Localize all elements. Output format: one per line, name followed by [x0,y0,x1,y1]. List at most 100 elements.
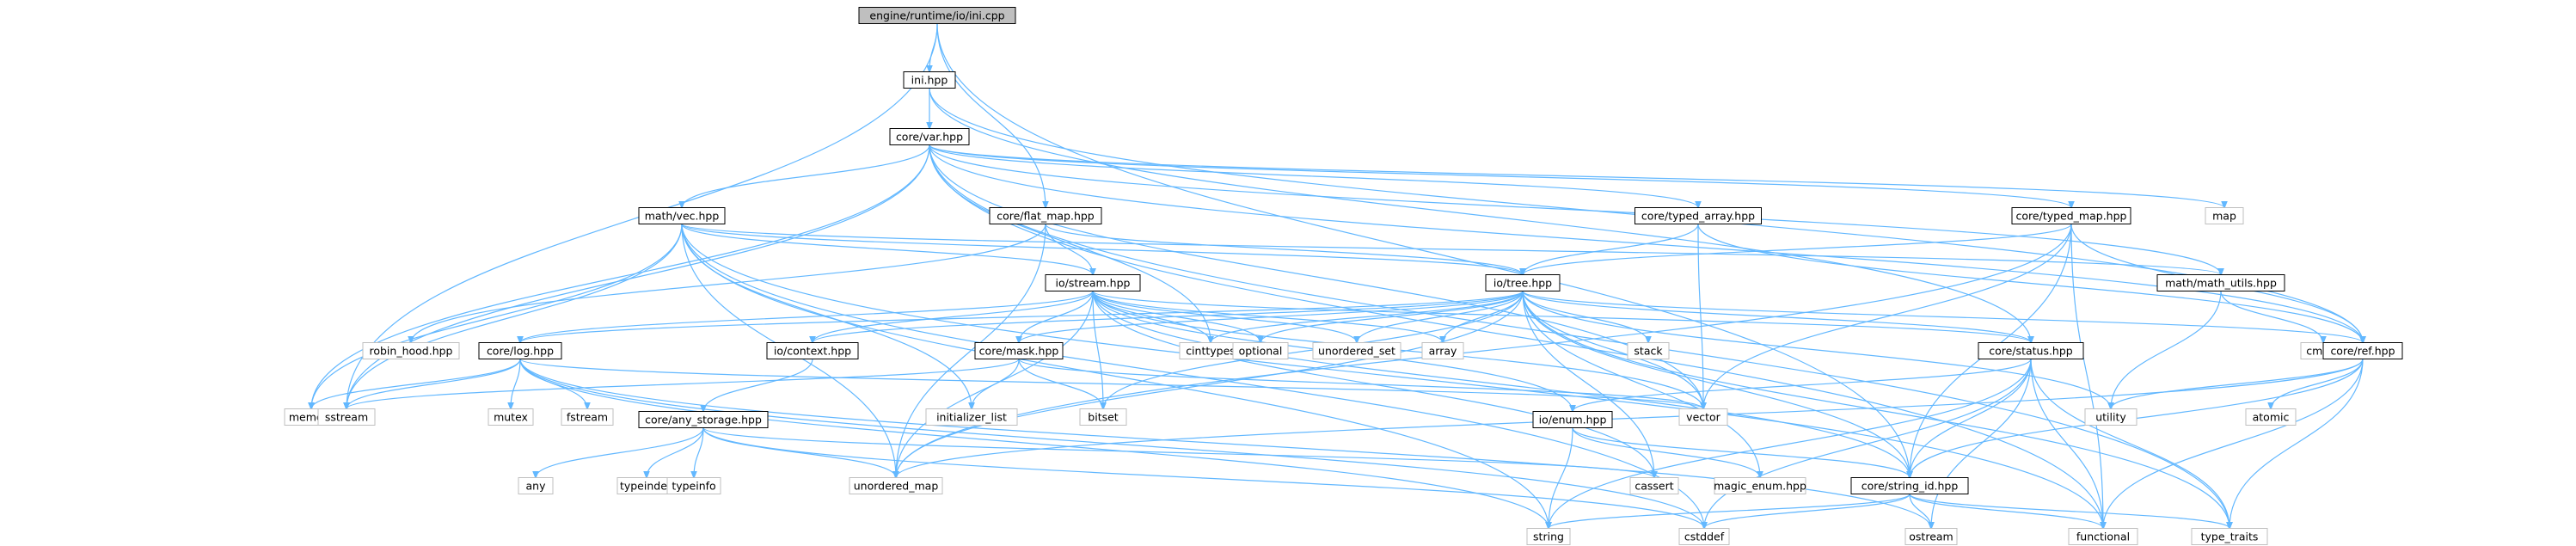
node-label-math-utils-hpp: math/math_utils.hpp [2165,277,2277,290]
edge-status-hpp-to-string-id-hpp [1910,359,2032,478]
edge-stream-hpp-to-mask-hpp [1019,291,1094,343]
edge-vec-hpp-to-functional [681,224,2103,529]
node-box-unordered-map [849,477,943,494]
edge-any-storage-hpp-to-typeinfo [694,427,704,478]
edge-stream-hpp-to-bitset [1092,291,1103,409]
node-ini-cpp[interactable]: engine/runtime/io/ini.cpp [858,7,1016,24]
node-typeindex: typeindex [616,477,677,494]
edge-flat-map-hpp-to-robin-hood-hpp [411,224,1046,343]
edge-enum-hpp-to-magic-enum-hpp [1572,427,1760,478]
edge-log-hpp-to-sstream [347,359,521,409]
node-bitset: bitset [1079,408,1127,426]
edge-ref-hpp-to-type-traits [2229,359,2364,529]
node-box-flat-map-hpp [989,207,1102,224]
edge-log-hpp-to-mutex [511,359,521,409]
edge-typed-map-hpp-to-functional [2070,224,2103,529]
edge-vec-hpp-to-math-utils-hpp [681,223,2221,275]
node-string-id-hpp[interactable]: core/string_id.hpp [1850,477,1969,494]
edge-var-hpp-to-typed-map-hpp [929,144,2071,208]
edge-tree-hpp-to-mask-hpp [1019,290,1524,343]
edge-log-hpp-to-ostream [519,359,1931,529]
node-box-status-hpp [1978,342,2084,359]
edge-var-hpp-to-sstream [347,144,930,409]
edge-tree-hpp-to-log-hpp [520,290,1524,343]
node-box-mutex [488,408,534,426]
node-label-mutex: mutex [494,411,528,424]
node-unordered-set: unordered_set [1312,342,1401,359]
node-label-map: map [2212,210,2236,223]
node-label-enum-hpp: io/enum.hpp [1539,414,1607,426]
edge-tree-hpp-to-unordered-map [896,291,1524,478]
node-log-hpp[interactable]: core/log.hpp [478,342,562,359]
node-box-any-storage-hpp [638,411,769,428]
edge-mask-hpp-to-initializer-list [972,359,1020,409]
node-label-stream-hpp: io/stream.hpp [1056,277,1131,290]
node-magic-enum-hpp: magic_enum.hpp [1714,477,1806,494]
node-typed-array-hpp[interactable]: core/typed_array.hpp [1635,207,1762,224]
node-robin-hood-hpp: robin_hood.hpp [362,342,460,359]
edge-status-hpp-to-enum-hpp [1573,359,2032,412]
node-label-string-id-hpp: core/string_id.hpp [1861,480,1959,493]
edge-var-hpp-to-functional [929,144,2103,529]
node-label-fstream: fstream [567,411,608,424]
node-label-cstddef: cstddef [1684,531,1725,543]
edge-tree-hpp-to-stack [1522,291,1648,343]
edge-string-id-hpp-to-type-traits [1909,493,2229,529]
node-box-mask-hpp [974,342,1064,359]
edge-var-hpp-to-map [929,144,2224,208]
edge-tree-hpp-to-type-traits [1522,291,2229,529]
node-box-initializer-list [925,408,1018,426]
node-cinttypes: cinttypes [1179,342,1242,359]
node-label-stack: stack [1634,345,1663,358]
edge-ref-hpp-to-unordered-map [896,359,2364,478]
edge-log-hpp-to-memory [311,359,521,409]
node-stream-hpp[interactable]: io/stream.hpp [1045,274,1141,291]
node-box-functional [2068,528,2138,545]
node-box-stream-hpp [1045,274,1141,291]
edge-tree-hpp-to-context-hpp [813,290,1524,343]
node-var-hpp[interactable]: core/var.hpp [889,128,970,145]
node-label-magic-enum-hpp: magic_enum.hpp [1714,480,1806,493]
edge-ref-hpp-to-functional [2103,359,2364,529]
node-box-cassert [1629,477,1679,494]
node-context-hpp[interactable]: io/context.hpp [766,342,859,359]
edge-status-hpp-to-cstddef [1704,359,2032,529]
node-sstream: sstream [317,408,376,426]
node-label-typeindex: typeindex [620,480,673,493]
edge-var-hpp-to-memory [311,144,930,409]
edge-vec-hpp-to-tree-hpp [681,223,1523,275]
node-label-unordered-map: unordered_map [854,480,939,493]
edge-var-hpp-to-vec-hpp [682,144,930,208]
node-mask-hpp[interactable]: core/mask.hpp [974,342,1064,359]
node-enum-hpp[interactable]: io/enum.hpp [1532,411,1613,428]
node-vec-hpp[interactable]: math/vec.hpp [638,207,726,224]
node-status-hpp[interactable]: core/status.hpp [1978,342,2084,359]
node-ini-hpp[interactable]: ini.hpp [903,71,956,89]
node-box-vec-hpp [638,207,726,224]
edge-typed-map-hpp-to-unordered-map [896,224,2072,478]
node-label-typeinfo: typeinfo [672,480,715,493]
node-math-utils-hpp[interactable]: math/math_utils.hpp [2156,274,2285,291]
node-stack: stack [1627,342,1670,359]
edge-typed-array-hpp-to-ref-hpp [1697,224,2363,343]
node-ref-hpp[interactable]: core/ref.hpp [2322,342,2403,359]
node-label-bitset: bitset [1088,411,1119,424]
node-any-storage-hpp[interactable]: core/any_storage.hpp [638,411,769,428]
node-typeinfo: typeinfo [666,477,721,494]
node-tree-hpp[interactable]: io/tree.hpp [1485,274,1561,291]
node-initializer-list: initializer_list [925,408,1018,426]
node-box-vector [1678,408,1728,426]
node-flat-map-hpp[interactable]: core/flat_map.hpp [989,207,1102,224]
node-label-sstream: sstream [325,411,368,424]
edge-tree-hpp-to-cinttypes [1211,291,1524,343]
node-map: map [2205,207,2244,224]
edge-vec-hpp-to-sstream [347,224,683,409]
edge-tree-hpp-to-unordered-set [1357,291,1524,343]
edge-var-hpp-to-typed-array-hpp [929,144,1698,208]
edge-log-hpp-to-vector [519,358,1703,409]
node-box-typed-map-hpp [2011,207,2131,224]
node-box-string-id-hpp [1850,477,1969,494]
node-typed-map-hpp[interactable]: core/typed_map.hpp [2011,207,2131,224]
node-string: string [1526,528,1571,545]
